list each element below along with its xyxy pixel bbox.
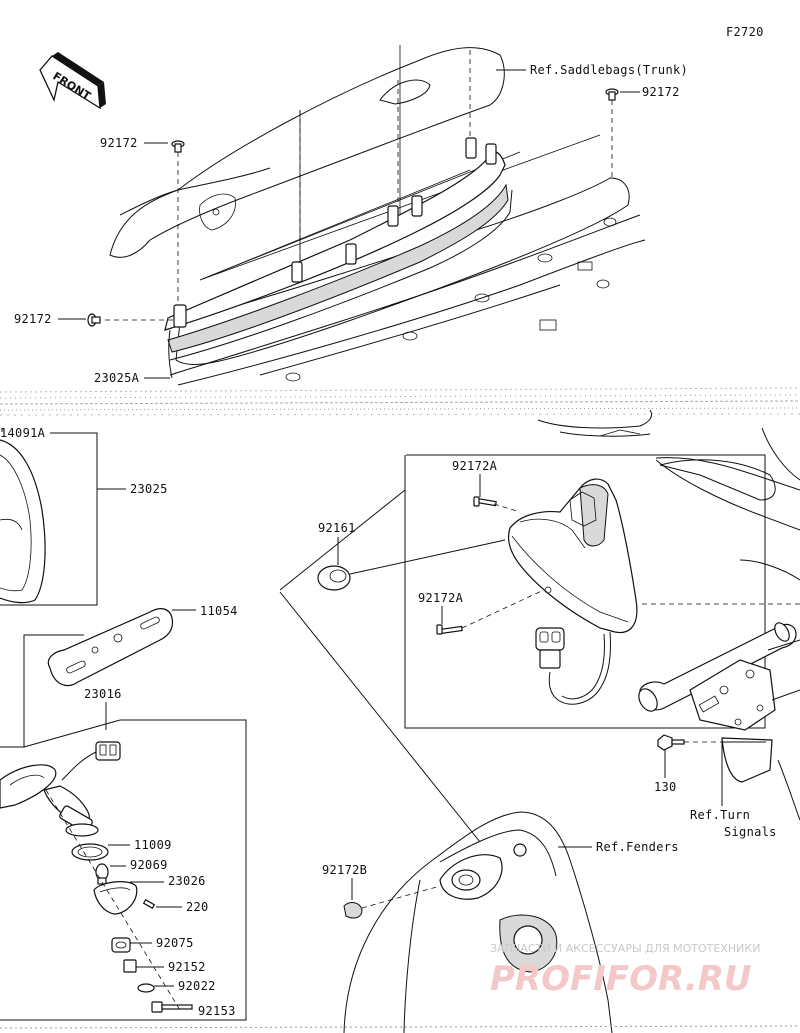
part-92161-label: 92161	[318, 521, 356, 535]
part-92172B-label: 92172B	[322, 863, 367, 877]
gasket-11009-icon	[71, 843, 109, 861]
part-92152-label: 92152	[168, 960, 206, 974]
part-92172-label: 92172	[14, 312, 52, 326]
watermark-line2: PROFIFOR.RU	[490, 959, 752, 999]
ref-saddlebags-label: Ref.Saddlebags(Trunk)	[530, 63, 688, 77]
watermark-line1: ЗАПЧАСТИ И АКСЕССУАРЫ ДЛЯ МОТОТЕХНИКИ	[490, 942, 760, 955]
rear-fender-light	[507, 478, 638, 705]
part-92022-label: 92022	[178, 979, 216, 993]
grommet-92075-icon	[111, 937, 131, 953]
part-92172-label: 92172	[100, 136, 138, 150]
part-130-label: 130	[654, 780, 677, 794]
part-14091A-label: 14091A	[0, 426, 46, 440]
screw-92172-top-left-icon	[171, 140, 185, 153]
screw-92172-left-icon	[87, 313, 101, 327]
part-23025-label: 23025	[130, 482, 168, 496]
trunk-assembly	[109, 45, 646, 386]
part-220-label: 220	[186, 900, 209, 914]
tail-light-bar	[164, 137, 513, 379]
part-11054-label: 11054	[200, 604, 238, 618]
lens-23026-icon	[93, 881, 138, 915]
part-23025A-label: 23025A	[94, 371, 140, 385]
scan-noise-band	[0, 387, 800, 418]
ref-fenders-label: Ref.Fenders	[596, 840, 679, 854]
screw-92172A-top-icon	[473, 496, 497, 507]
figure-code: F2720	[726, 25, 764, 39]
tail-lens-23025	[0, 439, 46, 604]
front-arrow-icon: FRONT	[39, 52, 106, 110]
bulb-92069-icon	[95, 863, 109, 885]
part-92172A-label: 92172A	[452, 459, 498, 473]
part-92075-label: 92075	[156, 936, 194, 950]
washer-92022-icon	[137, 983, 155, 993]
light-bar-studs	[173, 137, 497, 328]
rear-fender-shape	[537, 409, 800, 581]
part-23016-label: 23016	[84, 687, 122, 701]
bolt-130-icon	[657, 734, 685, 751]
part-11009-label: 11009	[134, 838, 172, 852]
part-92172A-label: 92172A	[418, 591, 464, 605]
turn-signal-bracket	[638, 622, 800, 821]
ref-turn-signals-label-2: Signals	[724, 825, 777, 839]
license-lamp-23016	[0, 741, 121, 837]
screw-220-icon	[142, 898, 156, 910]
collar-92152-icon	[123, 959, 137, 973]
part-92069-label: 92069	[130, 858, 168, 872]
part-92153-label: 92153	[198, 1004, 236, 1018]
bolt-92153-icon	[151, 1001, 193, 1013]
ref-turn-signals-label: Ref.Turn	[690, 808, 750, 822]
part-92172-label: 92172	[642, 85, 680, 99]
bottom-noise	[0, 1025, 800, 1029]
screw-92172A-bottom-icon	[436, 624, 463, 635]
license-bracket-11054	[47, 608, 174, 687]
part-23026-label: 23026	[168, 874, 206, 888]
screw-92172-top-right-icon	[605, 88, 619, 101]
grommet-92172B-icon	[343, 902, 363, 919]
grommet-92161-icon	[317, 565, 351, 591]
rear-fender-lower	[343, 811, 613, 1033]
